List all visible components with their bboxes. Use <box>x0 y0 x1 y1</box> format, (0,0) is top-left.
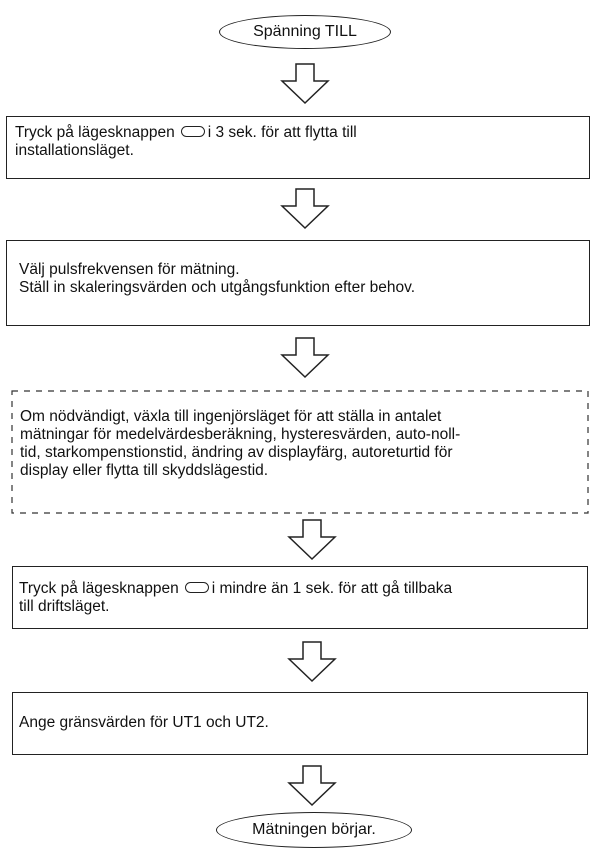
step3-line1: Om nödvändigt, växla till ingenjörsläget… <box>20 408 442 425</box>
step-optional-engineer-mode: Om nödvändigt, växla till ingenjörsläget… <box>14 398 588 508</box>
step4-line2: till driftsläget. <box>19 598 110 615</box>
end-terminal: Mätningen börjar. <box>216 812 412 848</box>
step3-line2: mätningar för medelvärdesberäkning, hyst… <box>20 426 461 443</box>
hollow-down-arrow-icon <box>287 765 337 807</box>
step-set-limit-values: Ange gränsvärden för UT1 och UT2. <box>12 692 588 755</box>
hollow-down-arrow-icon <box>280 188 330 230</box>
step3-line3: tid, starkompenstionstid, ändring av dis… <box>20 444 453 461</box>
step-select-pulse-frequency: Välj pulsfrekvensen för mätning. Ställ i… <box>6 240 590 326</box>
end-label: Mätningen börjar. <box>252 821 376 838</box>
start-terminal: Spänning TILL <box>219 15 391 49</box>
mode-key-icon <box>180 126 205 138</box>
step2-line1: Välj pulsfrekvensen för mätning. <box>19 261 240 278</box>
hollow-down-arrow-icon <box>280 337 330 379</box>
hollow-down-arrow-icon <box>280 63 330 105</box>
start-label: Spänning TILL <box>253 23 357 40</box>
step3-line4: display eller flytta till skyddslägestid… <box>20 462 269 479</box>
step5-line1: Ange gränsvärden för UT1 och UT2. <box>19 714 269 731</box>
mode-key-icon <box>184 582 209 594</box>
hollow-down-arrow-icon <box>287 641 337 683</box>
hollow-down-arrow-icon <box>287 519 337 561</box>
step1-line2: installationsläget. <box>15 142 134 159</box>
step2-line2: Ställ in skaleringsvärden och utgångsfun… <box>19 279 416 296</box>
